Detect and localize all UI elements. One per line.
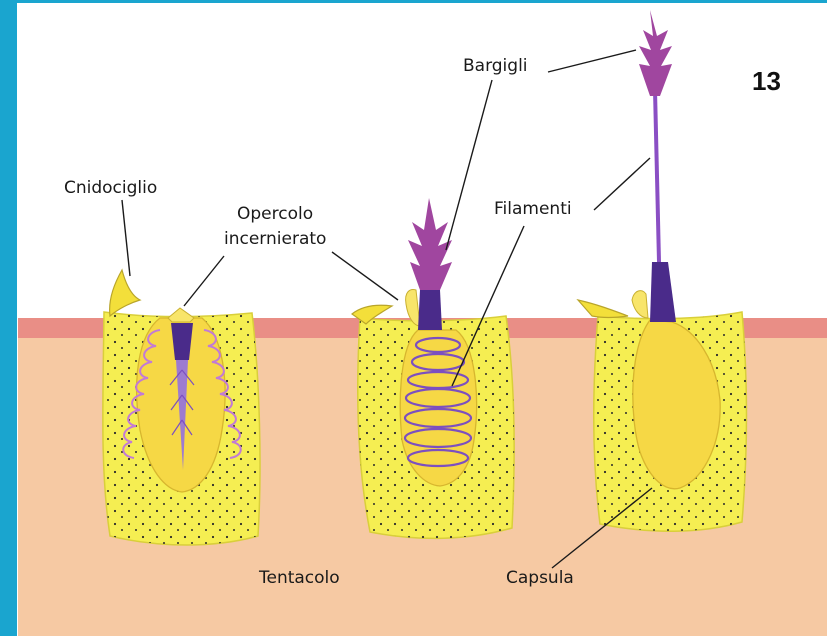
- label-tentacolo: Tentacolo: [258, 568, 340, 588]
- frame-left: [0, 0, 17, 636]
- label-capsula: Capsula: [506, 568, 574, 588]
- label-filamenti: Filamenti: [494, 199, 572, 219]
- label-opercolo-line2: incernierato: [224, 229, 326, 249]
- frame-top: [0, 0, 827, 3]
- label-opercolo-line1: Opercolo: [237, 204, 313, 224]
- label-cnidociglio: Cnidociglio: [64, 178, 157, 198]
- thread-shaft-2: [418, 290, 442, 330]
- label-bargigli: Bargigli: [463, 56, 528, 76]
- slide-number: 13: [752, 66, 781, 96]
